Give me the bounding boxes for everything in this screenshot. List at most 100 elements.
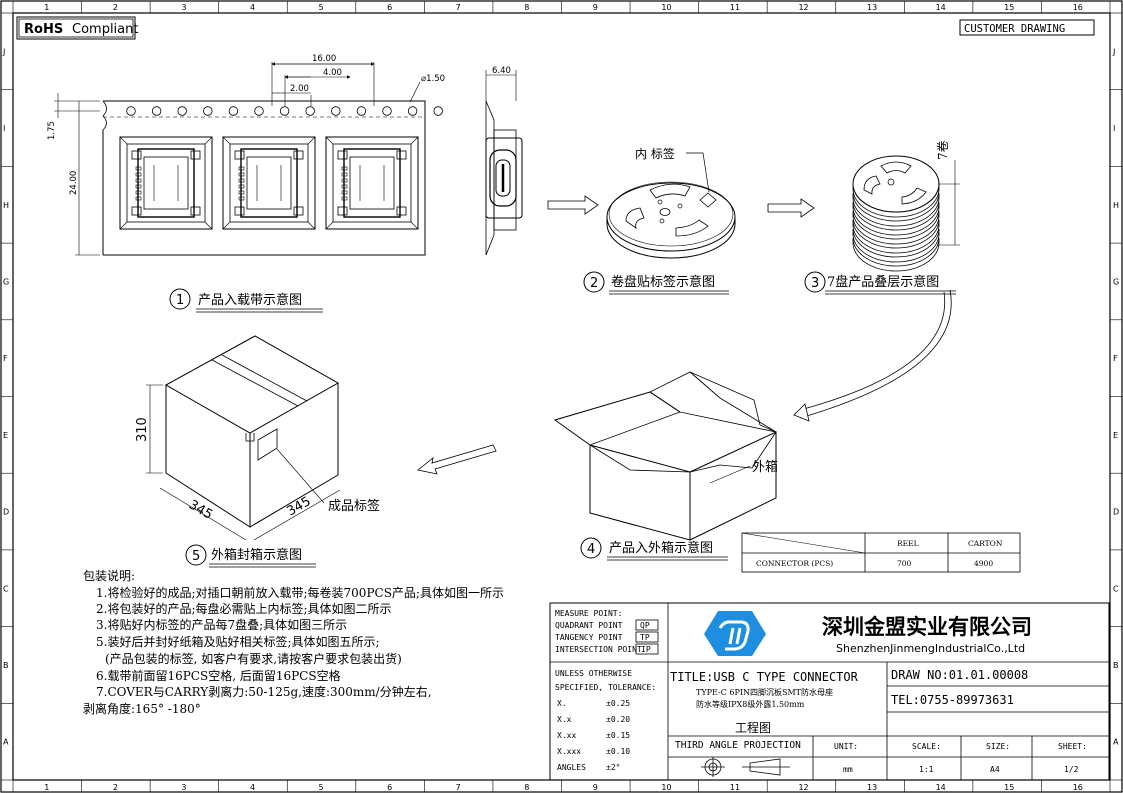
scale-value: 1:1 [919, 765, 934, 774]
sprocket-hole [382, 106, 392, 116]
svg-text:±0.20: ±0.20 [606, 715, 630, 724]
column-label: 9 [593, 3, 598, 12]
projection-symbol-icon [701, 757, 790, 777]
svg-text:X.xx: X.xx [557, 731, 576, 740]
column-label: 3 [181, 783, 186, 792]
drawing-subtitle-1: TYPE-C 6PIN四脚沉板SMT防水母座 [696, 687, 833, 697]
caption-5: 5 外箱封箱示意图 [185, 544, 316, 568]
svg-text:UNLESS OTHERWISE: UNLESS OTHERWISE [555, 669, 632, 678]
drawing-type: 工程图 [735, 720, 771, 735]
caption-3: 3 7盘产品叠层示意图 [804, 271, 956, 295]
drawing-title: TITLE:USB C TYPE CONNECTOR [670, 670, 859, 684]
carrier-tape-figure: 16.00 4.00 2.00 ⌀1.50 1.75 24.00 6.40 [47, 54, 523, 256]
box-height: 310 [135, 417, 150, 442]
tape-pocket [119, 136, 213, 230]
svg-text:SIZE:: SIZE: [986, 742, 1010, 751]
stack-count: 7卷 [935, 140, 950, 160]
column-label: 3 [181, 3, 186, 12]
note-line: (产品包装的标签, 如客户有要求,请按客户要求包装出货) [105, 651, 402, 666]
sprocket-hole [407, 106, 418, 116]
note-line: 剥离角度:165° -180° [83, 701, 201, 716]
quantity-table: REEL CARTON CONNECTOR (PCS) 700 4900 [741, 532, 1021, 573]
box-width-2: 345 [285, 494, 314, 519]
svg-text:±0.15: ±0.15 [606, 731, 630, 740]
caption-3-text: 7盘产品叠层示意图 [827, 274, 939, 290]
row-label: H [1113, 201, 1119, 210]
size-value: A4 [990, 765, 1000, 774]
row-label: F [3, 354, 8, 363]
svg-text:±2°: ±2° [606, 763, 620, 772]
dim-hole-pitch: 4.00 [323, 68, 342, 78]
projection-label: THIRD ANGLE PROJECTION [675, 740, 801, 751]
note-line: 7.COVER与CARRY剥离力:50-125g,速度:300mm/分钟左右, [96, 684, 432, 699]
column-label: 12 [798, 3, 808, 12]
row-label: B [3, 661, 9, 670]
column-label: 2 [113, 783, 118, 792]
column-label: 13 [867, 783, 877, 792]
column-label: 4 [250, 3, 255, 12]
row-label: D [1113, 508, 1119, 517]
reel-layer [852, 192, 940, 227]
column-label: 1 [44, 3, 49, 12]
note-line: 3.将贴好内标签的产品每7盘叠;具体如图三所示 [96, 617, 347, 632]
row-label: A [3, 738, 9, 747]
note-line: 6.载带前面留16PCS空格, 后面留16PCS空格 [96, 668, 341, 683]
caption-1-text: 产品入载带示意图 [198, 292, 302, 308]
svg-text:X.x: X.x [557, 715, 572, 724]
column-label: 16 [1073, 783, 1083, 792]
caption-4: 4 产品入外箱示意图 [580, 537, 728, 561]
tape-pocket [222, 136, 316, 230]
row-label: E [3, 431, 8, 440]
sprocket-hole [177, 106, 187, 116]
row-label: C [3, 584, 9, 593]
sprocket-hole [433, 106, 443, 116]
svg-text:±0.25: ±0.25 [606, 699, 630, 708]
company-name-en: ShenzhenJinmengIndustrialCo.,Ltd [836, 642, 1025, 655]
row-label: J [1112, 47, 1115, 56]
svg-text:TANGENCY POINT: TANGENCY POINT [555, 633, 623, 642]
sprocket-hole [331, 106, 341, 116]
svg-text:INTERSECTION POINT: INTERSECTION POINT [555, 645, 642, 654]
reel-figure: 内 标签 [606, 146, 736, 259]
column-label: 7 [456, 3, 461, 12]
column-label: 9 [593, 783, 598, 792]
rohs-label: RoHS [24, 22, 63, 37]
column-label: 15 [1004, 783, 1014, 792]
column-label: 8 [524, 783, 529, 792]
column-label: 11 [730, 783, 740, 792]
sprocket-hole [356, 106, 367, 116]
column-label: 6 [387, 783, 392, 792]
column-label: 8 [524, 3, 529, 12]
packaging-notes: 包装说明: 1.将检验好的成品;对插口朝前放入载带;每卷装700PCS产品;具体… [83, 568, 504, 716]
column-label: 10 [661, 783, 671, 792]
column-label: 12 [798, 783, 808, 792]
caption-2-text: 卷盘贴标签示意图 [611, 274, 715, 290]
column-label: 14 [936, 3, 946, 12]
dim-pitch: 16.00 [312, 54, 336, 64]
svg-text:IP: IP [641, 645, 651, 654]
sprocket-hole [305, 106, 315, 116]
company-name-cn: 深圳金盟实业有限公司 [822, 615, 1032, 639]
reel-stack-figure: 7卷 [852, 140, 960, 272]
sprocket-hole [228, 106, 239, 116]
svg-text:5: 5 [192, 549, 200, 564]
column-label: 11 [730, 3, 740, 12]
draw-number: DRAW NO:01.01.00008 [891, 668, 1028, 682]
svg-text:X.: X. [557, 699, 567, 708]
svg-text:4: 4 [587, 542, 595, 557]
drawing-subtitle-2: 防水等级IPX8级外露1.50mm [696, 699, 805, 709]
unit-value: mm [843, 765, 853, 774]
svg-text:UNIT:: UNIT: [834, 742, 858, 751]
dim-width: 24.00 [69, 171, 79, 195]
svg-text:SCALE:: SCALE: [912, 742, 941, 751]
sprocket-hole [203, 106, 213, 116]
reel-layer [852, 228, 940, 263]
row-label: I [1113, 124, 1115, 133]
title-block [549, 602, 1110, 781]
column-label: 13 [867, 3, 877, 12]
column-label: 5 [319, 3, 324, 12]
sprocket-hole [151, 106, 162, 116]
tape-pocket [325, 136, 419, 230]
qty-carton-value: 4900 [974, 559, 993, 568]
